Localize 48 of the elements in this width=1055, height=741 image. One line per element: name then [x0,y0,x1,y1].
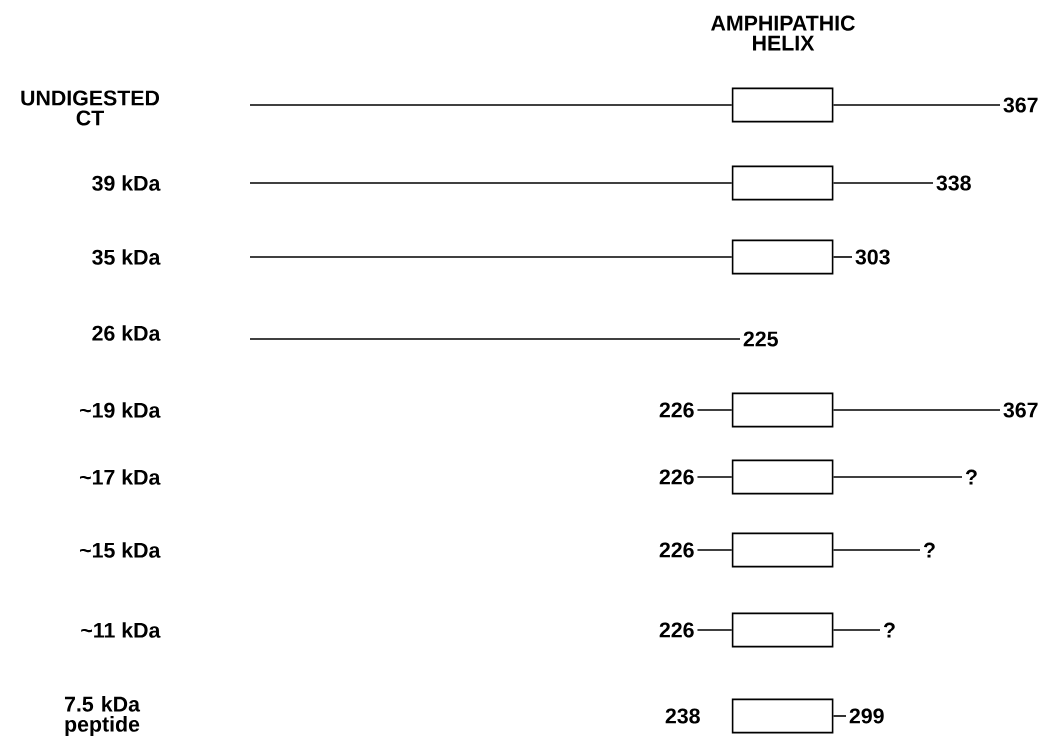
residue-number: 338 [936,175,971,191]
residue-number: 226 [659,622,694,638]
helix-cylinder [731,612,834,648]
helix-cylinder [731,459,834,495]
row-label: ~17 kDa [80,469,161,485]
chain-line [696,629,733,631]
residue-number: ? [965,469,977,485]
chain-line [832,104,1001,106]
helix-cylinder [731,165,834,201]
residue-number: 226 [659,469,694,485]
helix-cylinder [731,87,834,123]
chain-line [832,476,963,478]
helix-cylinder [731,698,834,734]
row-label: ~19 kDa [80,402,161,418]
row-label: UNDIGESTED CT [21,90,160,126]
residue-number: 226 [659,402,694,418]
row-label: ~15 kDa [80,542,161,558]
chain-line [832,256,853,258]
chain-line [832,409,1001,411]
chain-line [249,256,733,258]
chain-line [696,476,733,478]
chain-line [832,549,921,551]
residue-number: 367 [1003,97,1038,113]
residue-number: 238 [665,708,700,724]
helix-cylinder [731,239,834,275]
chain-line [696,549,733,551]
chain-line [832,182,934,184]
chain-line [249,182,733,184]
column-heading: AMPHIPATHIC HELIX [711,15,855,51]
residue-number: 299 [849,708,884,724]
row-label: ~11 kDa [81,622,161,638]
row-label: 7.5 kDa peptide [65,696,141,736]
chain-line [249,338,741,340]
chain-line [696,409,733,411]
residue-number: 226 [659,542,694,558]
residue-number: ? [883,622,895,638]
residue-number: ? [923,542,935,558]
helix-cylinder [731,532,834,568]
residue-number: 303 [855,249,890,265]
row-label: 35 kDa [92,249,161,265]
chain-line [832,629,881,631]
chain-line [249,104,733,106]
chain-line [832,715,847,717]
residue-number: 225 [743,331,778,347]
helix-cylinder [731,392,834,428]
residue-number: 367 [1003,402,1038,418]
row-label: 39 kDa [92,175,161,191]
row-label: 26 kDa [92,325,161,341]
